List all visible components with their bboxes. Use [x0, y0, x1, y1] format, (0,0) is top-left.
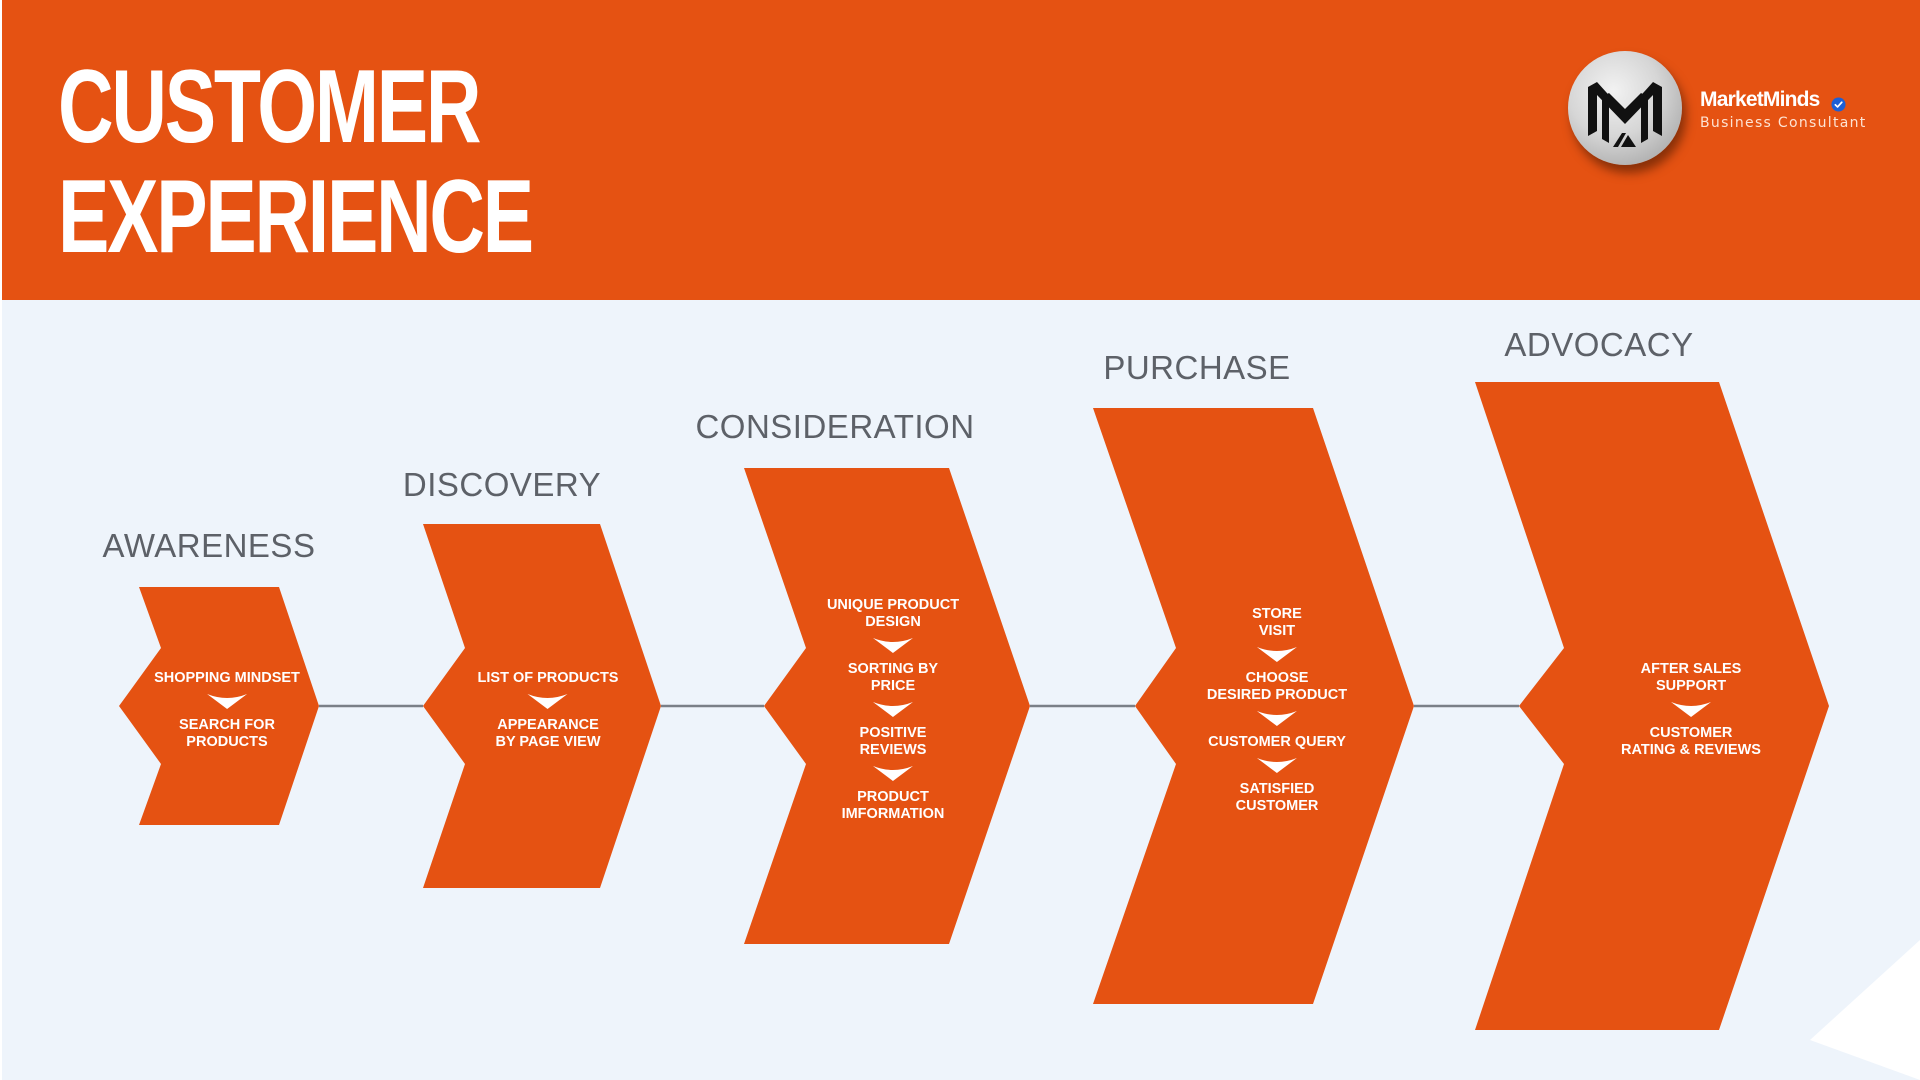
chevron-down-icon: [1257, 757, 1297, 773]
stage-label-advocacy: ADVOCACY: [1504, 326, 1694, 363]
chevron-down-icon: [1257, 646, 1297, 662]
step-text: PRODUCT: [857, 789, 929, 805]
step-text: SATISFIED: [1239, 780, 1315, 797]
brand-name: MarketMinds: [1700, 88, 1820, 111]
step-text: CUSTOMER QUERY: [1208, 733, 1346, 750]
chevron-down-icon: [873, 766, 913, 781]
stage-label-purchase: PURCHASE: [1103, 349, 1291, 386]
step-text: APPEARANCE: [497, 716, 599, 733]
title-line-1: CUSTOMER: [58, 49, 481, 165]
chevron-down-icon: [1257, 710, 1297, 726]
step-text: UNIQUE PRODUCT: [826, 597, 960, 613]
chevron-down-icon: [527, 693, 568, 709]
step-text: PRODUCTS: [186, 733, 268, 750]
step-text: VISIT: [1258, 622, 1296, 639]
step-text: RATING & REVIEWS: [1621, 742, 1761, 758]
stage-chevron-purchase: [1093, 408, 1414, 1004]
mm-monogram-logo-icon: [1568, 51, 1682, 165]
stage-label-discovery: DISCOVERY: [402, 466, 602, 503]
stage-chevron-advocacy: [1475, 382, 1829, 1030]
title-line-2: EXPERIENCE: [58, 159, 534, 275]
stage-label-awareness: AWARENESS: [102, 527, 316, 564]
step-item: CUSTOMER QUERY: [1207, 734, 1347, 751]
step-text: AFTER SALES: [1640, 661, 1742, 677]
header-banner: CUSTOMER EXPERIENCE MarketMinds Business…: [0, 0, 1920, 300]
step-text: PRICE: [870, 678, 916, 694]
chevron-down-icon: [1671, 702, 1711, 717]
stage-chevron-awareness: [119, 587, 319, 825]
brand-subtitle: Business Consultant: [1700, 115, 1867, 131]
chevron-down-icon: [206, 693, 247, 709]
step-item: LIST OF PRODUCTS: [478, 670, 619, 687]
step-text: BY PAGE VIEW: [495, 733, 601, 750]
step-text: DESIGN: [865, 614, 921, 630]
corner-triangle: [1810, 940, 1920, 1080]
step-text: REVIEWS: [859, 742, 927, 758]
step-item: SHOPPING MINDSET: [154, 670, 300, 687]
step-text: DESIRED PRODUCT: [1206, 686, 1348, 703]
step-text: SUPPORT: [1655, 678, 1727, 694]
step-text: SEARCH FOR: [179, 716, 275, 733]
chevron-down-icon: [873, 638, 913, 653]
step-text: SHOPPING MINDSET: [154, 669, 300, 686]
step-text: IMFORMATION: [841, 806, 945, 822]
left-edge-strip: [0, 0, 2, 1080]
page-title: CUSTOMER EXPERIENCE: [58, 49, 534, 275]
step-text: SORTING BY: [847, 661, 939, 677]
verified-check-icon: [1831, 97, 1846, 112]
logo-monogram-icon: [1588, 82, 1662, 147]
step-text: CHOOSE: [1245, 669, 1309, 686]
step-text: CUSTOMER: [1235, 797, 1319, 814]
step-text: POSITIVE: [859, 725, 927, 741]
step-text: CUSTOMER: [1649, 725, 1733, 741]
chevron-down-icon: [873, 702, 913, 717]
stage-chevron-discovery: [423, 524, 661, 888]
stage-label-consideration: CONSIDERATION: [695, 408, 975, 445]
step-text: STORE: [1252, 605, 1302, 622]
step-text: LIST OF PRODUCTS: [477, 669, 619, 686]
